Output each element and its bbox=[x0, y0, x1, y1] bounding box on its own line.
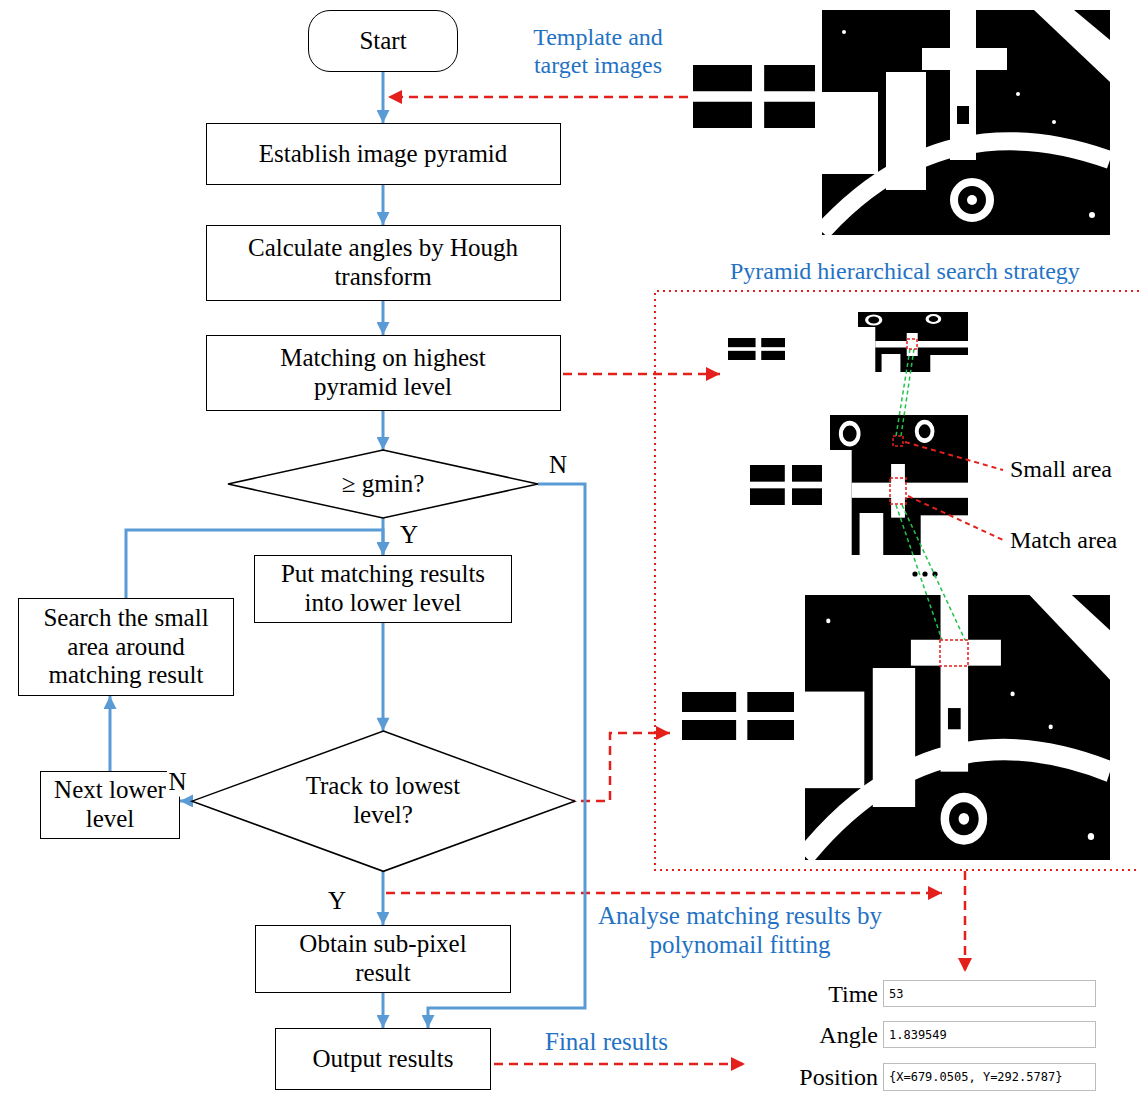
flow-arrow bbox=[382, 623, 385, 731]
match-area-marker bbox=[940, 640, 968, 666]
result-field: Angle1.839549 bbox=[883, 1021, 1096, 1048]
pyramid-level-image bbox=[805, 595, 1110, 860]
dotted-frame bbox=[655, 291, 1140, 870]
output-box: Output results bbox=[275, 1028, 491, 1090]
node-text: Put matching results into lower level bbox=[263, 560, 503, 618]
node-text: Output results bbox=[313, 1045, 454, 1074]
flow-arrow bbox=[109, 696, 112, 771]
process-box: Matching on highest pyramid level bbox=[206, 335, 561, 411]
pyramid-level-image bbox=[858, 312, 968, 372]
region-label: Match area bbox=[1010, 527, 1117, 555]
process-box: Search the small area around matching re… bbox=[18, 598, 234, 696]
green-dashed-line bbox=[902, 505, 965, 640]
decision-diamond: ≥ gmin? bbox=[228, 450, 538, 518]
node-text: Track to lowest level? bbox=[293, 772, 473, 830]
node-text: Start bbox=[359, 27, 406, 56]
node-text: Next lower level bbox=[49, 776, 171, 834]
green-dashed-line bbox=[901, 349, 914, 436]
diamond-shape bbox=[192, 731, 575, 871]
match-area-marker bbox=[890, 478, 906, 504]
decision-diamond: Track to lowest level? bbox=[192, 731, 575, 871]
red-leader-arrow bbox=[386, 892, 942, 895]
node-text: Search the small area around matching re… bbox=[27, 604, 225, 690]
edge-label: N bbox=[167, 768, 189, 797]
red-leader-arrow bbox=[563, 373, 720, 376]
edge-label: N bbox=[547, 451, 569, 480]
result-field: Position{X=679.0505, Y=292.5787} bbox=[883, 1063, 1096, 1091]
ellipsis-dot bbox=[912, 571, 917, 576]
red-leader-arrow bbox=[494, 1063, 745, 1066]
edge-label: Y bbox=[398, 521, 420, 550]
flow-arrow bbox=[382, 993, 385, 1029]
flow-arrow bbox=[382, 72, 385, 123]
field-label: Position bbox=[799, 1064, 878, 1091]
flow-arrow bbox=[382, 411, 385, 450]
flow-arrow bbox=[382, 301, 385, 335]
red-leader-arrow bbox=[566, 733, 670, 801]
node-text: Obtain sub-pixel result bbox=[288, 930, 478, 988]
green-dashed-line bbox=[896, 505, 942, 640]
process-box: Next lower level bbox=[40, 771, 180, 839]
result-field: Time53 bbox=[883, 980, 1096, 1007]
field-label: Time bbox=[828, 980, 878, 1007]
section-title: Pyramid hierarchical search strategy bbox=[730, 258, 1080, 286]
template-image bbox=[693, 65, 815, 128]
leader-line bbox=[905, 442, 1003, 470]
process-box: Put matching results into lower level bbox=[254, 555, 512, 623]
region-label: Small area bbox=[1010, 456, 1112, 484]
field-value: {X=679.0505, Y=292.5787} bbox=[889, 1070, 1062, 1084]
field-label: Angle bbox=[819, 1021, 878, 1048]
flow-arrow bbox=[381, 871, 384, 925]
node-text: Establish image pyramid bbox=[259, 140, 508, 169]
target-image bbox=[822, 10, 1110, 235]
ellipsis-dot bbox=[922, 571, 927, 576]
leader-line bbox=[908, 496, 1003, 540]
edge-label: Y bbox=[326, 887, 348, 916]
red-leader-arrow bbox=[964, 871, 967, 972]
process-box: Calculate angles by Hough transform bbox=[206, 225, 561, 301]
template-image bbox=[728, 338, 785, 360]
field-value: 53 bbox=[889, 987, 903, 1001]
diamond-shape bbox=[228, 450, 538, 518]
callout-label: Analyse matching results by polynomail f… bbox=[590, 902, 890, 960]
callout-label: Template and target images bbox=[508, 24, 688, 79]
template-image bbox=[682, 692, 794, 740]
template-image bbox=[750, 465, 822, 505]
start-terminal: Start bbox=[308, 10, 458, 72]
process-box: Obtain sub-pixel result bbox=[255, 925, 511, 993]
node-text: Calculate angles by Hough transform bbox=[215, 234, 552, 292]
process-box: Establish image pyramid bbox=[206, 123, 561, 185]
field-value: 1.839549 bbox=[889, 1028, 947, 1042]
small-area-marker bbox=[893, 436, 903, 446]
callout-label: Final results bbox=[545, 1028, 668, 1057]
flow-arrow bbox=[382, 185, 385, 225]
pyramid-level-image bbox=[830, 415, 968, 555]
red-leader-arrow bbox=[388, 96, 688, 99]
node-text: Matching on highest pyramid level bbox=[253, 344, 513, 402]
match-marker bbox=[907, 339, 917, 349]
node-text: ≥ gmin? bbox=[342, 470, 424, 499]
